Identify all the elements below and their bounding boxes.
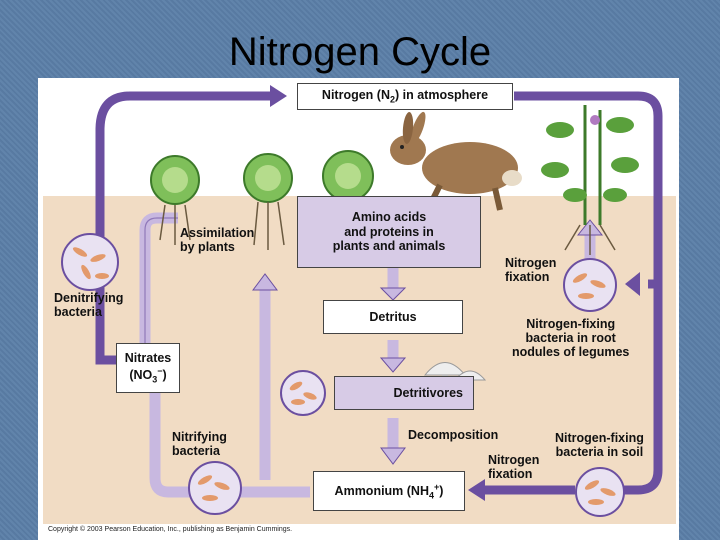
soil-fixation-arrow (610, 284, 663, 495)
detritus-box: Detritus (323, 300, 463, 334)
root-nodules-label: Nitrogen-fixing bacteria in root nodules… (512, 317, 630, 359)
slide-title: Nitrogen Cycle (228, 30, 492, 74)
nitrogen-fixation-top-label: Nitrogen fixation (505, 256, 557, 284)
root-nodule-bacteria-icon (563, 258, 617, 312)
atmosphere-to-fixation-arrow (514, 91, 663, 289)
atmosphere-text: Nitrogen (N2) in atmosphere (321, 88, 489, 105)
detritus-to-detritivores-arrow (379, 357, 407, 373)
nitrates-formula: (NO3−) (129, 365, 167, 385)
ammonium-box: Ammonium (NH4+) (313, 471, 465, 511)
nitrifying-label: Nitrifying bacteria (172, 430, 227, 458)
assimilation-label: Assimilation by plants (180, 226, 255, 254)
denitrifying-bacteria-icon (61, 233, 119, 291)
nitrogen-fixation-bottom-label: Nitrogen fixation (488, 453, 540, 481)
nitrates-box: Nitrates (NO3−) (116, 343, 180, 393)
ammonium-arrowhead (468, 479, 485, 501)
ammonium-to-nitrates-arrow (149, 385, 310, 498)
nitrates-to-plants-arrow (139, 212, 178, 345)
atmosphere-arrowhead (270, 85, 287, 107)
fixation-arrowhead-right (625, 272, 640, 296)
cabbage-plant-icon (243, 153, 293, 250)
decomposition-label: Decomposition (408, 428, 499, 442)
soil-bacteria-icon (575, 467, 625, 517)
amino-to-detritus-arrow (379, 287, 407, 301)
soil-bacteria-label: Nitrogen-fixing bacteria in soil (555, 431, 644, 459)
decomposition-arrow (380, 447, 406, 465)
cabbage-plant-icon (322, 150, 374, 202)
amino-acids-box: Amino acids and proteins in plants and a… (297, 196, 481, 268)
rabbit-icon (390, 111, 522, 211)
denitrifying-label: Denitrifying bacteria (54, 291, 124, 319)
copyright-credit: Copyright © 2003 Pearson Education, Inc.… (48, 526, 293, 533)
atmosphere-box: Nitrogen (N2) in atmosphere (297, 83, 513, 110)
denitrification-arrow (95, 91, 270, 365)
nitrifying-bacteria-icon (280, 370, 326, 416)
nitrates-label: Nitrates (124, 351, 172, 366)
legume-plant-icon (541, 105, 639, 255)
ammonium-text: Ammonium (NH4+) (334, 481, 444, 501)
cabbage-plant-icon (150, 155, 200, 245)
detritivores-box: Detritivores (334, 376, 474, 410)
ammonia-bacteria-icon (188, 461, 242, 515)
